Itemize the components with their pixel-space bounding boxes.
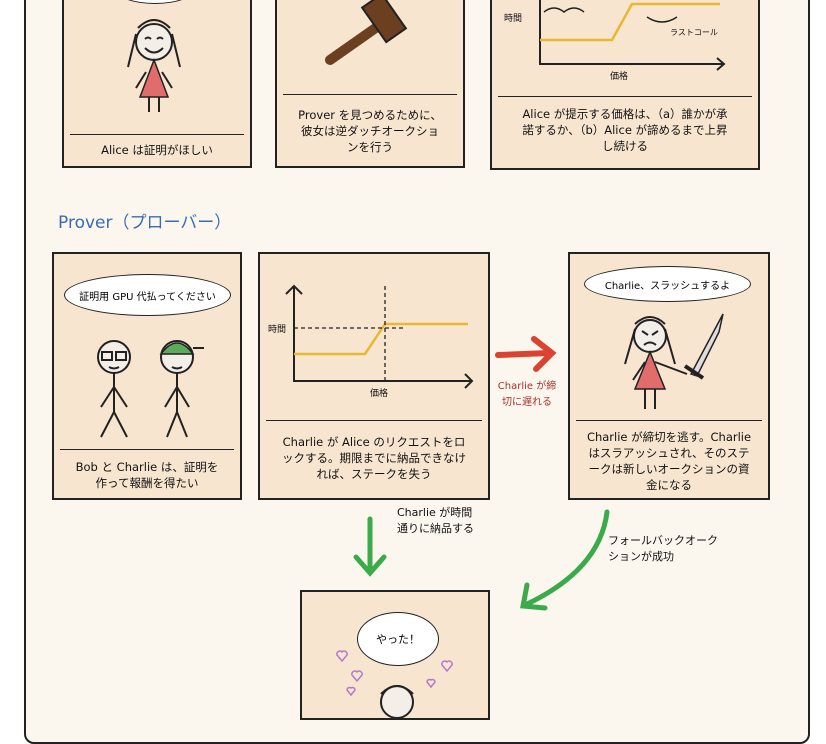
fallback-label: フォールバックオークションが成功 bbox=[608, 534, 718, 563]
y-axis-label: 時間 bbox=[268, 325, 287, 335]
late-label: Charlie が締切に遅れる bbox=[497, 381, 557, 408]
bob-and-charlie-figures bbox=[97, 340, 204, 438]
on-time-arrow-icon bbox=[353, 516, 387, 577]
speech-bubble bbox=[114, 0, 196, 4]
speech-bubble: やった！ bbox=[357, 612, 439, 666]
panel-alice-wants-proof: Alice は証明がほしい bbox=[62, 0, 252, 168]
y-axis-label: 時間 bbox=[504, 14, 523, 24]
x-axis-label: 価格 bbox=[610, 72, 629, 82]
panel-caption: Charlie が締切を逃す。Charlie はスラアッシュされ、そのステークは… bbox=[586, 430, 752, 492]
lock-deadline-chart bbox=[285, 284, 474, 389]
panel-caption: Prover を見つめるために、彼女は逆ダッチオークションを行う bbox=[298, 108, 442, 154]
speech-bubble: 証明用 GPU 代払ってください bbox=[64, 274, 231, 316]
panel-bob-charlie: 証明用 GPU 代払ってください Bob と Charlie は、証明を作って報… bbox=[52, 252, 242, 500]
panel-reverse-dutch-auction: Prover を見つめるために、彼女は逆ダッチオークションを行う bbox=[275, 0, 465, 168]
speech-bubble: Charlie、スラッシュするよ bbox=[584, 266, 751, 302]
section-title: Prover（プローバー） bbox=[58, 213, 232, 233]
angry-alice-with-sword bbox=[624, 313, 724, 409]
panel-caption: Alice が提示する価格は、（a）誰かが承諾するか、（b）Alice が諦める… bbox=[522, 107, 728, 153]
x-axis-label: 価格 bbox=[370, 389, 389, 399]
price-time-chart bbox=[539, 0, 726, 71]
panel-caption: Alice は証明がほしい bbox=[101, 143, 213, 157]
panel-caption: Bob と Charlie は、証明を作って報酬を得たい bbox=[75, 460, 219, 490]
panel-charlie-locks-request: 時間 価格 Charlie が Alice のリクエストをロックする。期限までに… bbox=[258, 252, 490, 500]
panel-charlie-slashed: Charlie、スラッシュするよ Charlie が締切を逃す。Charlie … bbox=[568, 252, 770, 500]
happy-alice-figure bbox=[380, 685, 414, 719]
on-time-label: Charlie が時間通りに納品する bbox=[397, 506, 474, 535]
last-call-label: ラストコール bbox=[670, 28, 718, 37]
alice-happy-figure bbox=[127, 19, 181, 112]
panel-caption: Charlie が Alice のリクエストをロックする。期限までに納品できなけ… bbox=[282, 435, 466, 481]
fallback-arrow-icon bbox=[520, 509, 610, 611]
late-arrow-icon bbox=[495, 336, 557, 372]
panel-rising-price: 時間 ラストコール 価格 Alice が提示する価格は、（a）誰かが承諾するか、… bbox=[490, 0, 760, 170]
panel-success: やった！ bbox=[300, 590, 490, 720]
hearts-icon bbox=[336, 650, 453, 697]
gavel-icon bbox=[325, 0, 408, 65]
